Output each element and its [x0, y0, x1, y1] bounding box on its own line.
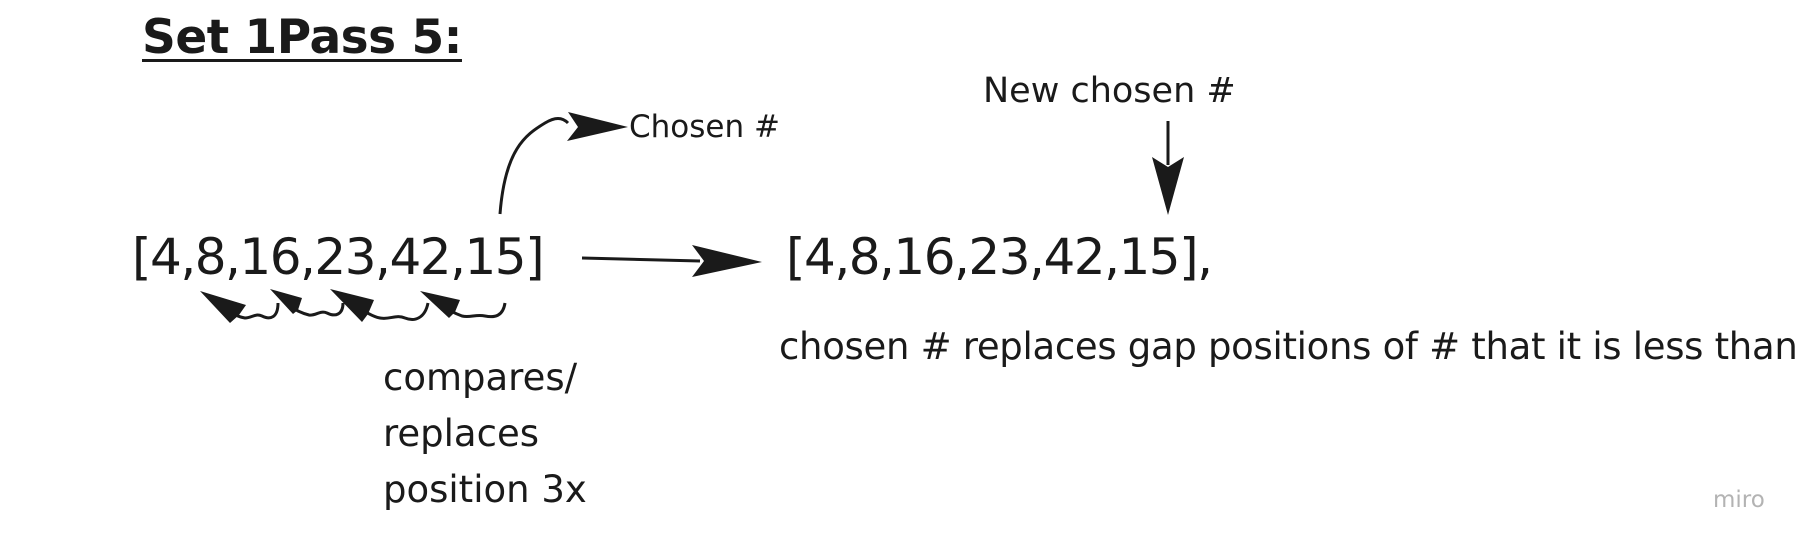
chosen-pointer-arrowhead: [567, 112, 628, 141]
replace-note: chosen # replaces gap positions of # tha…: [779, 325, 1798, 368]
transition-arrowhead: [692, 245, 762, 277]
compares-note-line-3: position 3x: [383, 468, 587, 511]
transition-arrow: [581, 256, 701, 263]
miro-watermark: miro: [1713, 487, 1765, 513]
compares-note-line-2: replaces: [383, 412, 539, 455]
compare-arrowhead-3: [330, 289, 374, 322]
compare-arrowheads: [200, 289, 460, 323]
compare-arrowhead-2: [270, 289, 302, 314]
compare-arrowhead-4: [420, 291, 460, 318]
new-chosen-arrowhead: [1152, 157, 1184, 215]
chosen-pointer-arrow: [498, 117, 570, 215]
array-after: [4,8,16,23,42,15],: [786, 228, 1213, 286]
compares-note-line-1: compares/: [383, 356, 578, 399]
chosen-label: Chosen #: [629, 109, 780, 145]
array-before: [4,8,16,23,42,15]: [132, 228, 545, 286]
compare-arrowhead-1: [200, 291, 246, 323]
page-title: Set 1Pass 5:: [142, 10, 462, 65]
compares-note: compares/ replaces position 3x: [383, 350, 587, 518]
new-chosen-label: New chosen #: [983, 71, 1236, 111]
compare-arrow-2: [287, 302, 345, 317]
